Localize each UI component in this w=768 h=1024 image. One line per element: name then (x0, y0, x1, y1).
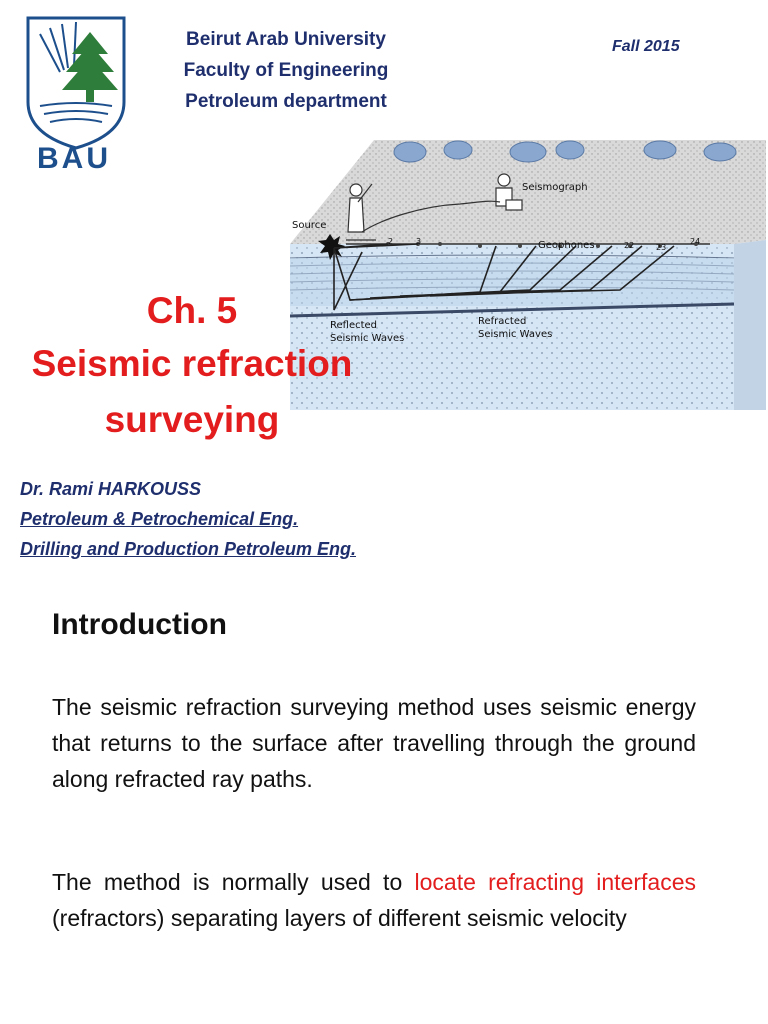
geophone-number: 23 (656, 243, 666, 252)
geophone-number: 24 (690, 237, 700, 246)
slide-title: Ch. 5 Seismic refraction surveying (0, 286, 384, 448)
seismic-refraction-figure: Source Seismograph Geophones 2 3 22 23 2… (290, 140, 766, 410)
paragraph-text: (refractors) separating layers of differ… (52, 905, 627, 931)
chapter-number: Ch. 5 (146, 290, 238, 331)
intro-paragraph-2: The method is normally used to locate re… (52, 864, 696, 936)
term-label: Fall 2015 (612, 38, 680, 55)
university-name: Beirut Arab University (186, 29, 386, 50)
section-heading: Introduction (52, 608, 227, 641)
label-reflected-line2: Seismic Waves (330, 333, 404, 344)
logo-text: BAU (37, 142, 111, 175)
title-line-2: surveying (104, 399, 280, 440)
department-name: Petroleum department (185, 91, 387, 112)
label-refracted-line1: Refracted (478, 316, 526, 327)
geophone-number: 3 (416, 237, 421, 246)
author-block: Dr. Rami HARKOUSS Petroleum & Petrochemi… (20, 474, 356, 564)
faculty-name: Faculty of Engineering (183, 60, 389, 81)
geophone-number: 22 (624, 241, 634, 250)
program-link-2[interactable]: Drilling and Production Petroleum Eng. (20, 539, 357, 559)
label-refracted-line2: Seismic Waves (478, 329, 552, 340)
program-link-1[interactable]: Petroleum & Petrochemical Eng. (20, 509, 299, 529)
paragraph-text: The method is normally used to (52, 869, 415, 895)
bau-logo (26, 16, 126, 150)
highlighted-text: locate refracting interfaces (414, 869, 697, 895)
title-line-1: Seismic refraction (31, 343, 353, 384)
institution-block: Beirut Arab University Faculty of Engine… (150, 24, 422, 117)
intro-paragraph-1: The seismic refraction surveying method … (52, 694, 696, 792)
author-name: Dr. Rami HARKOUSS (20, 479, 202, 499)
label-geophones: Geophones (538, 240, 595, 251)
label-source: Source (292, 220, 326, 231)
label-seismograph: Seismograph (522, 182, 588, 193)
geophone-number: 2 (388, 237, 393, 246)
label-reflected-line1: Reflected (330, 320, 377, 331)
